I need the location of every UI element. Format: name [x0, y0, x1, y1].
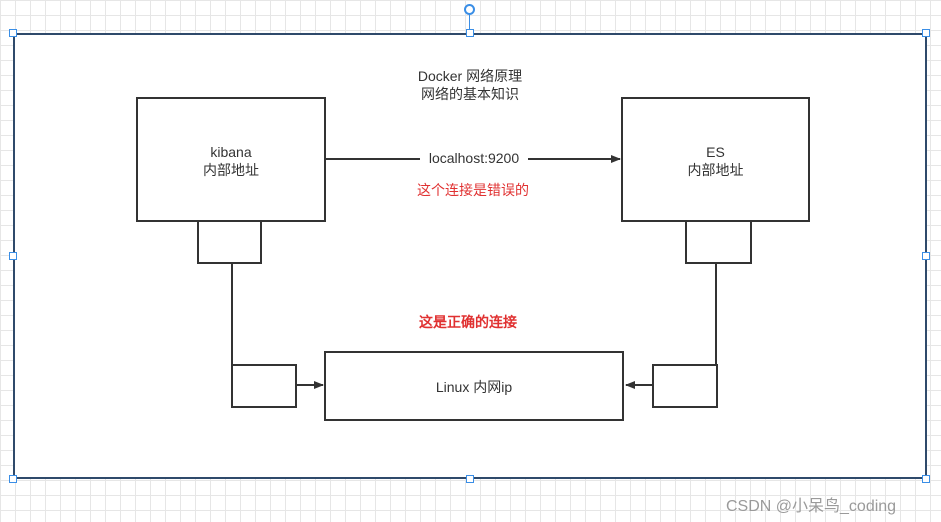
es-name: ES — [706, 144, 725, 160]
left-host-port[interactable] — [231, 364, 297, 408]
csdn-watermark: CSDN @小呆鸟_coding — [726, 498, 897, 515]
es-box[interactable]: ES 内部地址 — [621, 97, 810, 222]
resize-handle-top-left[interactable] — [9, 29, 17, 37]
resize-handle-bottom[interactable] — [466, 475, 474, 483]
wrong-edge-label: localhost:9200 — [420, 149, 528, 167]
es-label: ES 内部地址 — [623, 143, 808, 179]
resize-handle-right[interactable] — [922, 252, 930, 260]
resize-handle-left[interactable] — [9, 252, 17, 260]
kibana-name: kibana — [210, 144, 252, 160]
kibana-port[interactable] — [197, 220, 262, 264]
es-sub: 内部地址 — [687, 162, 744, 178]
kibana-label: kibana 内部地址 — [138, 143, 324, 179]
es-port[interactable] — [685, 220, 752, 264]
linux-box[interactable]: Linux 内网ip — [324, 351, 624, 421]
title-line-1: Docker 网络原理 — [417, 68, 523, 84]
resize-handle-top[interactable] — [466, 29, 474, 37]
diagram-title: Docker 网络原理 网络的基本知识 — [380, 67, 560, 103]
wrong-note: 这个连接是错误的 — [417, 182, 529, 198]
resize-handle-top-right[interactable] — [922, 29, 930, 37]
kibana-sub: 内部地址 — [203, 162, 259, 178]
title-line-2: 网络的基本知识 — [421, 86, 519, 102]
resize-handle-bottom-right[interactable] — [922, 475, 930, 483]
rotate-handle-stem — [469, 14, 470, 32]
right-host-port[interactable] — [652, 364, 718, 408]
resize-handle-bottom-left[interactable] — [9, 475, 17, 483]
kibana-box[interactable]: kibana 内部地址 — [136, 97, 326, 222]
right-note: 这是正确的连接 — [419, 314, 517, 330]
linux-label: Linux 内网ip — [435, 379, 513, 395]
